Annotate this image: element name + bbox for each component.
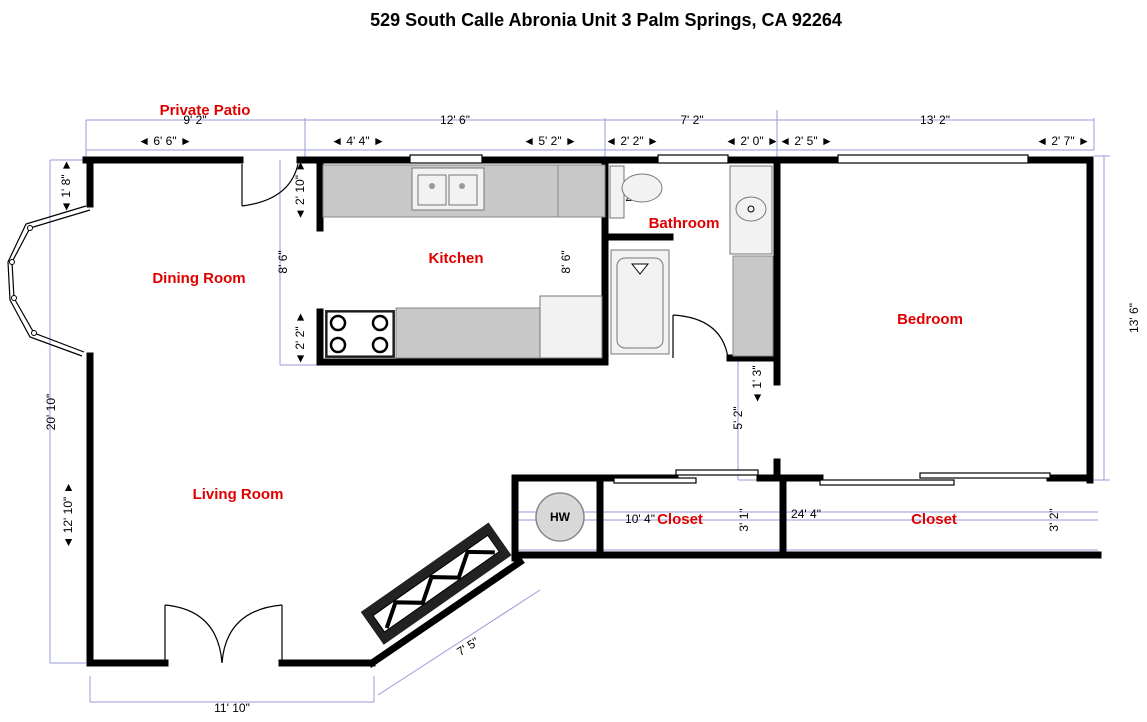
fireplace xyxy=(360,522,512,645)
dim-bedroom-seg-left: ◄ 2' 5" ► xyxy=(779,134,833,148)
dim-hall-short: ◄ 1' 3" ► xyxy=(750,350,764,404)
label-bathroom: Bathroom xyxy=(649,215,720,232)
dim-bedroom-height: 13' 6" xyxy=(1127,303,1141,333)
dim-dining-seg: ◄ 6' 6" ► xyxy=(138,134,192,148)
dim-kitchen-upper: ◄ 2' 10" ► xyxy=(293,160,307,220)
label-bedroom: Bedroom xyxy=(897,311,963,328)
dim-hall-height: 5' 2" xyxy=(731,406,745,429)
dim-kitchen-depth: 8' 6" xyxy=(276,250,290,273)
dim-closet-left-len: 10' 4" xyxy=(625,512,655,526)
side-dimension-lines xyxy=(49,155,1110,664)
dim-closet-right-len: 24' 4" xyxy=(791,507,821,521)
walls xyxy=(82,156,1102,668)
dim-patio-width: 9' 2" xyxy=(183,113,206,127)
dim-bath-seg-left: ◄ 2' 2" ► xyxy=(605,134,659,148)
dim-angled-wall: 7' 5" xyxy=(454,634,481,658)
dim-bottom-width: 11' 10" xyxy=(214,701,250,715)
closet-doors xyxy=(613,469,1051,486)
label-closet-left: Closet xyxy=(657,511,703,528)
kitchen-fixtures xyxy=(322,164,606,359)
plan-title: 529 South Calle Abronia Unit 3 Palm Spri… xyxy=(370,10,842,30)
dim-living-height: ◄ 12' 10" ► xyxy=(61,481,75,548)
label-closet-right: Closet xyxy=(911,511,957,528)
bathroom-fixtures xyxy=(609,165,774,357)
label-living-room: Living Room xyxy=(193,486,284,503)
label-private-patio: Private Patio xyxy=(160,102,251,119)
label-kitchen: Kitchen xyxy=(428,250,483,267)
bottom-dimension-lines xyxy=(89,511,1098,703)
dim-bay-window: ◄ 1' 8" ► xyxy=(59,159,73,213)
label-dining-room: Dining Room xyxy=(152,270,245,287)
dim-kitchen-inner: 8' 6" xyxy=(559,250,573,273)
windows xyxy=(409,154,1029,164)
dim-left-total: 20' 10" xyxy=(44,394,58,431)
dim-kitchen-seg-left: ◄ 4' 4" ► xyxy=(331,134,385,148)
dim-bedroom-seg-right: ◄ 2' 7" ► xyxy=(1036,134,1090,148)
dim-kitchen-seg-right: ◄ 5' 2" ► xyxy=(523,134,577,148)
label-water-heater: HW xyxy=(550,510,571,524)
bay-window xyxy=(7,205,91,357)
dim-bath-seg-right: ◄ 2' 0" ► xyxy=(725,134,779,148)
dim-kitchen-width: 12' 6" xyxy=(440,113,470,127)
top-dimension-lines xyxy=(85,110,1095,160)
doors xyxy=(164,163,729,664)
dim-bath-width: 7' 2" xyxy=(680,113,703,127)
water-heater xyxy=(535,492,585,542)
dim-bedroom-width: 13' 2" xyxy=(920,113,950,127)
dim-kitchen-lower: ◄ 2' 2" ► xyxy=(293,311,307,365)
